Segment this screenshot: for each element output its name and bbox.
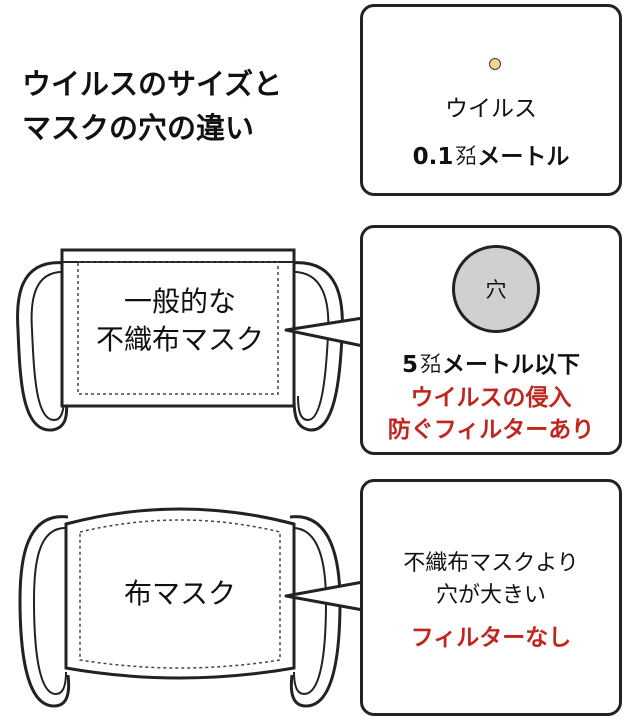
virus-size-value: 0.1 [412,144,454,170]
cloth-mask-stitch [79,519,281,669]
cloth-callout-pointer [284,580,365,612]
hole-size-unit: メートル以下 [442,352,580,378]
nonwoven-mask-stitch [77,261,279,395]
page-title: ウイルスのサイズと マスクの穴の違い [22,62,322,150]
hole-label: 穴 [485,278,507,302]
cloth-text-line-1: 不織布マスクより [403,551,579,576]
nonwoven-mask-label-line-1: 一般的な [123,285,236,318]
cloth-note: フィルターなし [410,625,572,651]
nonwoven-callout-pointer [284,316,365,348]
micro-top: マイ [420,351,441,365]
nonwoven-mask-ear-loops [16,261,344,432]
hole-size-micro: マイクロ [419,351,441,375]
nonwoven-mask-ear-loops-inner [30,270,330,422]
title-line-1: ウイルスのサイズと [22,67,283,101]
cloth-mask-label: 布マスク [123,577,236,610]
micro-bottom: クロ [420,361,441,375]
micro-top: マイ [455,143,476,157]
micro-bottom: クロ [455,153,476,167]
cloth-text-line-2: 穴が大きい [435,583,546,608]
cloth-callout-box: 不織布マスクより 穴が大きい フィルターなし [360,479,622,716]
virus-label: ウイルス [445,96,537,122]
virus-size-unit: メートル [477,144,570,170]
hole-size-value: 5 [401,352,418,378]
virus-size-micro: マイクロ [454,143,476,167]
virus-dot-icon [489,58,501,70]
nonwoven-note-line-1: ウイルスの侵入 [410,385,572,411]
hole-circle-icon: 穴 [452,245,540,333]
cloth-mask-ear-loops-inner [32,526,328,696]
nonwoven-mask-label-line-2: 不織布マスク [95,323,264,356]
title-line-2: マスクの穴の違い [22,111,255,145]
nonwoven-mask-label: 一般的な 不織布マスク [80,283,280,359]
cloth-mask-ear-loops [18,515,342,708]
cloth-mask-body [64,507,296,680]
nonwoven-note-line-2: 防ぐフィルターあり [387,417,595,443]
